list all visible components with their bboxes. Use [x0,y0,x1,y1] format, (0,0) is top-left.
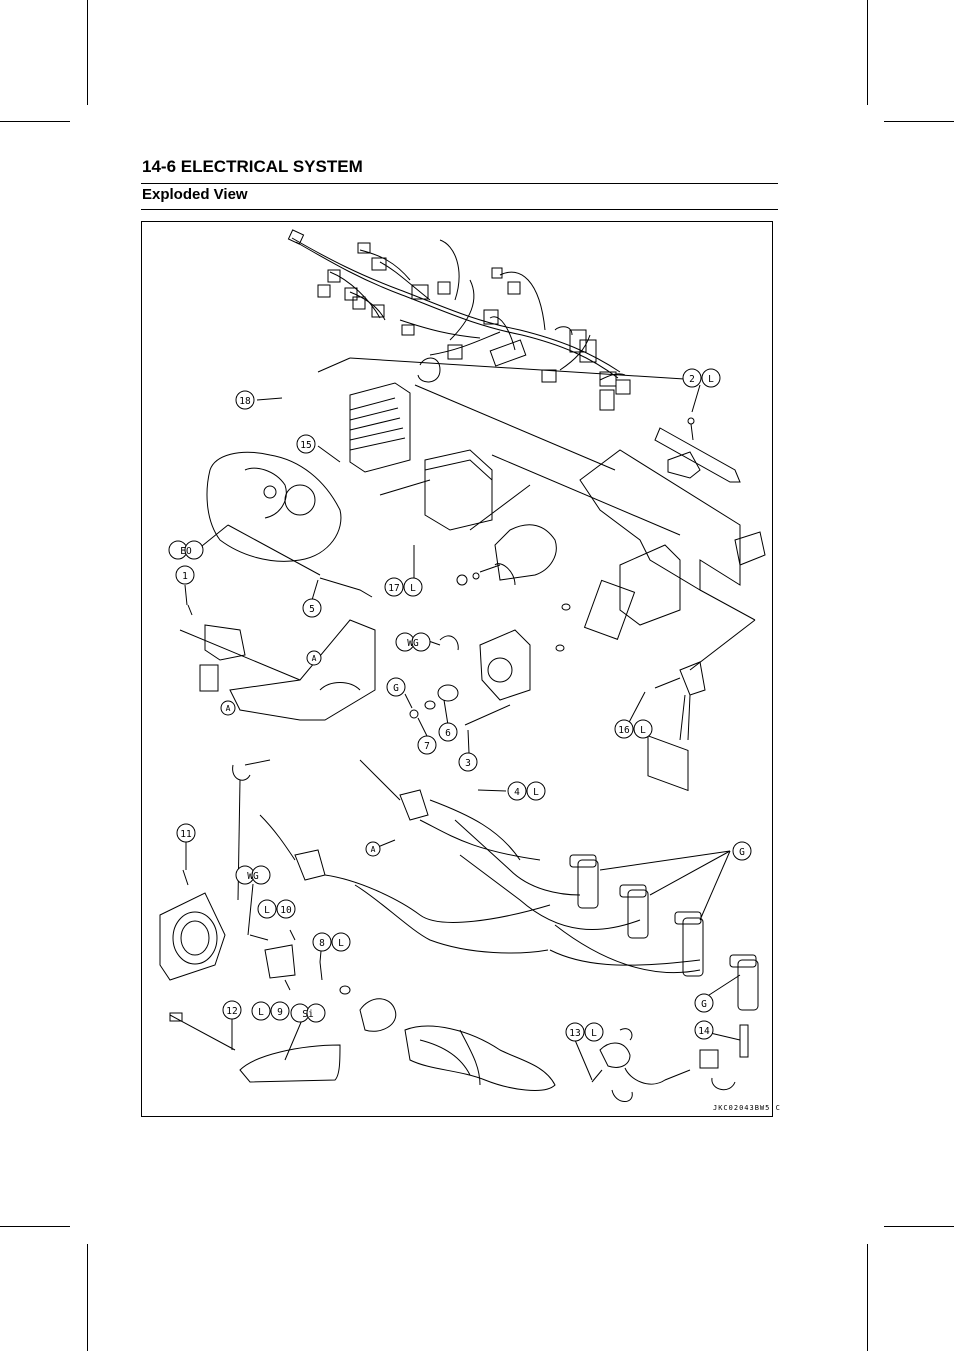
callouts [168,368,752,1042]
callout-17-lock: L [410,583,416,594]
pickup-coil-cover [159,869,749,1102]
regulator-and-ecu [317,357,766,792]
figure-code: JKC02043BW5 C [713,1104,781,1112]
callout-2: 2 [689,374,695,385]
crop-mark [0,1226,70,1227]
header-rule [141,183,778,184]
callout-10: 10 [280,905,292,916]
callout-9-lock: L [258,1007,264,1018]
callout-11: 11 [180,829,192,840]
callout-wg-1: WG [407,638,419,649]
callout-4: 4 [514,787,520,798]
exploded-view-figure [141,221,773,1117]
callout-a-1: A [312,654,317,663]
callout-17: 17 [388,583,399,594]
callout-8-lock: L [338,938,344,949]
callout-13: 13 [569,1028,580,1039]
callout-15: 15 [300,440,311,451]
callout-g-3: G [701,999,707,1010]
alternator-housing [409,544,756,741]
callout-a-3: A [371,845,376,854]
callout-13-lock: L [591,1028,597,1039]
callout-g-1: G [393,683,399,694]
header-rule [141,209,778,210]
callout-5: 5 [309,604,315,615]
callout-16-lock: L [640,725,646,736]
callout-a-2: A [226,704,231,713]
crop-mark [884,121,954,122]
callout-eo: EO [180,546,192,557]
switch-bracket [179,524,376,721]
wiring-harness [287,229,631,411]
callout-6: 6 [445,728,451,739]
callout-wg-2: WG [247,871,259,882]
leader-lines [184,384,741,1081]
callout-16: 16 [618,725,630,736]
callout-12: 12 [226,1006,237,1017]
page-title: 14-6 ELECTRICAL SYSTEM [142,157,363,176]
crop-mark [867,1244,868,1351]
crop-mark [867,0,868,105]
ignition-coils [232,759,759,1011]
callout-7: 7 [424,741,430,752]
callout-g-2: G [739,847,745,858]
callout-labels: 18 15 2 L EO 1 5 17 L WG G 6 7 3 16 L A … [180,374,745,1039]
callout-18: 18 [239,396,251,407]
callout-3: 3 [465,758,471,769]
crankcase-and-starter [206,451,557,586]
crop-mark [87,0,88,105]
crop-mark [0,121,70,122]
callout-4-lock: L [533,787,539,798]
callout-2-lock: L [708,374,714,385]
callout-1: 1 [182,571,188,582]
crop-mark [884,1226,954,1227]
callout-8: 8 [319,938,325,949]
callout-14: 14 [698,1026,710,1037]
callout-10-lock: L [264,905,270,916]
section-title: Exploded View [142,186,248,203]
callout-si: Si [302,1009,314,1020]
callout-9: 9 [277,1007,283,1018]
crop-mark [87,1244,88,1351]
